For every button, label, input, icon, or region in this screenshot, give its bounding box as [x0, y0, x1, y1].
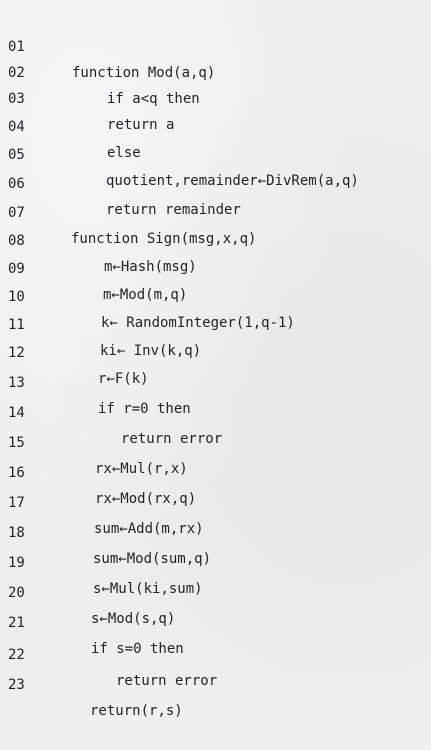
line-text: k← RandomInteger(1,q-1) [101, 315, 295, 331]
line-number: 01 [8, 39, 25, 55]
line-number: 16 [8, 465, 25, 481]
line-text: if s=0 then [91, 641, 184, 657]
line-number: 10 [8, 289, 25, 305]
line-text: if r=0 then [98, 401, 191, 417]
code-line-14: 14 return error [0, 374, 431, 447]
code-line-18: 18 sum←Mod(sum,q) [0, 494, 431, 567]
line-text: return remainder [106, 202, 241, 218]
line-text: return(r,s) [90, 703, 183, 719]
line-number: 23 [8, 677, 25, 693]
line-text: s←Mod(s,q) [91, 611, 176, 627]
line-text: sum←Add(m,rx) [94, 521, 204, 537]
line-text: rx←Mod(rx,q) [95, 491, 197, 507]
line-text: m←Mod(m,q) [103, 287, 188, 303]
line-number: 21 [8, 615, 25, 631]
line-text: quotient,remainder←DivRem(a,q) [106, 173, 359, 189]
line-number: 12 [8, 345, 25, 361]
line-number: 19 [8, 555, 25, 571]
code-line-23: 23 return(r,s) [0, 646, 431, 719]
line-text: function Sign(msg,x,q) [71, 231, 257, 247]
line-number: 17 [8, 495, 25, 511]
line-text: ki← Inv(k,q) [100, 343, 202, 359]
code-line-01: 01 function Mod(a,q) [0, 8, 431, 81]
line-number: 07 [8, 205, 25, 221]
line-text: return error [121, 431, 223, 447]
code-line-04: 04 else [0, 88, 431, 161]
line-text: else [107, 145, 141, 161]
line-number: 20 [8, 585, 25, 601]
code-line-03: 03 return a [0, 60, 431, 133]
line-number: 04 [8, 119, 25, 135]
code-line-07: 07 function Sign(msg,x,q) [0, 174, 431, 247]
code-line-13: 13 if r=0 then [0, 344, 431, 417]
line-number: 03 [8, 91, 25, 107]
line-number: 06 [8, 176, 25, 192]
line-number: 08 [8, 233, 25, 249]
line-number: 09 [8, 261, 25, 277]
line-text: s←Mul(ki,sum) [93, 581, 203, 597]
code-line-19: 19 s←Mul(ki,sum) [0, 524, 431, 597]
line-text: if a<q then [107, 91, 200, 107]
code-line-11: 11 ki← Inv(k,q) [0, 286, 431, 359]
line-number: 02 [8, 65, 25, 81]
code-line-16: 16 rx←Mod(rx,q) [0, 434, 431, 507]
line-number: 05 [8, 147, 25, 163]
line-number: 18 [8, 525, 25, 541]
code-line-05: 05 quotient,remainder←DivRem(a,q) [0, 116, 431, 189]
line-text: r←F(k) [98, 371, 149, 387]
code-line-17: 17 sum←Add(m,rx) [0, 464, 431, 537]
line-text: sum←Mod(sum,q) [93, 551, 212, 567]
line-number: 15 [8, 435, 25, 451]
line-number: 11 [8, 317, 25, 333]
code-line-12: 12 r←F(k) [0, 314, 431, 387]
line-text: function Mod(a,q) [72, 65, 216, 81]
code-line-20: 20 s←Mod(s,q) [0, 554, 431, 627]
code-line-06: 06 return remainder [0, 145, 431, 218]
code-line-15: 15 rx←Mul(r,x) [0, 404, 431, 477]
line-number: 14 [8, 405, 25, 421]
line-number: 22 [8, 647, 25, 663]
code-line-02: 02 if a<q then [0, 34, 431, 107]
code-line-22: 22 return error [0, 616, 431, 689]
code-line-10: 10 k← RandomInteger(1,q-1) [0, 258, 431, 331]
code-line-08: 08 m←Hash(msg) [0, 202, 431, 275]
code-listing-page: 01 function Mod(a,q) 02 if a<q then 03 r… [0, 0, 431, 719]
line-text: rx←Mul(r,x) [95, 461, 188, 477]
code-line-21: 21 if s=0 then [0, 584, 431, 657]
line-text: return a [107, 117, 175, 133]
line-number: 13 [8, 375, 25, 391]
line-text: m←Hash(msg) [104, 259, 197, 275]
code-line-09: 09 m←Mod(m,q) [0, 230, 431, 303]
